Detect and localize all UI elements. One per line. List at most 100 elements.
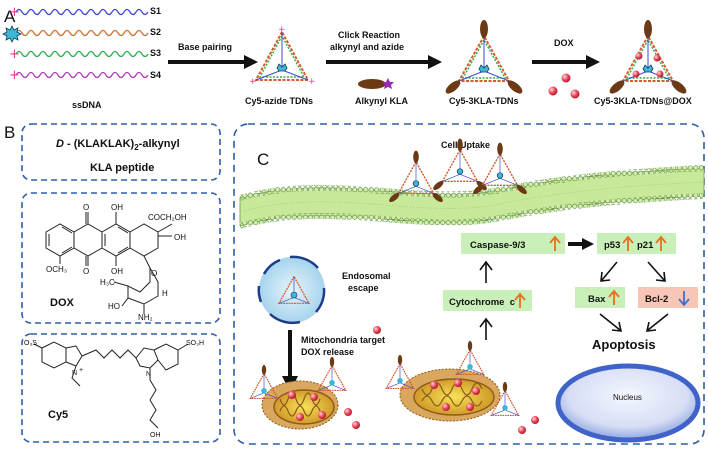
dox-atom-nh2: NH₂ bbox=[138, 313, 153, 322]
cytochrome-up-arrow-icon bbox=[514, 292, 526, 308]
cy5-atom-n1: N bbox=[72, 370, 77, 377]
ssdna-label: ssDNA bbox=[72, 100, 102, 110]
mito-to-cytochrome-arrow bbox=[479, 317, 493, 340]
apoptosis-label: Apoptosis bbox=[592, 337, 656, 352]
dox-molecule bbox=[561, 73, 571, 83]
click-reaction-label: Click Reaction bbox=[338, 30, 400, 40]
dox-atom-o3: O bbox=[151, 269, 157, 278]
mito2-tdn bbox=[385, 354, 415, 390]
endosomal-escape-label: Endosomal bbox=[342, 271, 391, 281]
caspase-to-p53-arrowhead bbox=[582, 238, 594, 250]
p53-p21-box: p53 p21 bbox=[597, 233, 676, 254]
strand-label-s4: S4 bbox=[150, 70, 161, 80]
bax-label: Bax bbox=[588, 294, 606, 305]
kla-peptide-formula: D - (KLAKLAK)2-alkynyl bbox=[56, 138, 180, 152]
nucleus-label: Nucleus bbox=[613, 393, 642, 402]
dox-molecule bbox=[373, 326, 381, 334]
ssdna-strands: + + + bbox=[2, 5, 149, 83]
cy5-label: Cy5 bbox=[48, 409, 68, 421]
cytochrome-box: Cytochrome c bbox=[443, 290, 532, 311]
dox-molecule bbox=[548, 86, 558, 96]
base-pairing-arrowhead bbox=[244, 55, 258, 69]
dox-atom-o2: O bbox=[83, 267, 89, 276]
dox-molecule bbox=[518, 426, 526, 434]
bcl2-down-arrow-icon bbox=[678, 291, 690, 307]
cell-membrane bbox=[239, 165, 705, 229]
dox-atom-oh3: OH bbox=[111, 267, 123, 276]
cy5-atom-n2: N bbox=[146, 371, 151, 378]
svg-text:+: + bbox=[278, 25, 286, 35]
mito1-tdn bbox=[317, 356, 347, 392]
cy5-azide-tdn: + + + bbox=[249, 25, 316, 87]
bax-box: Bax bbox=[575, 287, 625, 308]
dox-step-label: DOX bbox=[554, 38, 574, 48]
strand-s4 bbox=[15, 71, 149, 79]
strand-label-s1: S1 bbox=[150, 6, 161, 16]
bcl2-to-apoptosis-arrow bbox=[645, 313, 669, 332]
uptake-tdn-2 bbox=[433, 138, 487, 191]
mito1-tdn bbox=[249, 364, 279, 400]
mitochondrion-1 bbox=[261, 380, 339, 430]
mito2-tdn bbox=[455, 340, 485, 376]
cell-uptake-label: Cell Uptake bbox=[441, 140, 490, 150]
strand-label-s3: S3 bbox=[150, 48, 161, 58]
dox-molecule bbox=[344, 408, 352, 416]
nucleus: Nucleus bbox=[555, 363, 701, 443]
mitochondrion-2 bbox=[399, 368, 501, 422]
cy5-atom-plus: + bbox=[79, 367, 83, 374]
bcl2-box: Bcl-2 bbox=[638, 287, 698, 308]
dox-molecule bbox=[531, 416, 539, 424]
dox-step-arrowhead bbox=[586, 55, 600, 69]
caspase-up-arrow-icon bbox=[549, 235, 561, 251]
bcl2-label: Bcl-2 bbox=[645, 294, 668, 305]
bax-to-apoptosis-arrow bbox=[599, 313, 623, 332]
click-reaction-sublabel: alkynyl and azide bbox=[330, 42, 404, 52]
strand-s1-marker: + bbox=[9, 5, 20, 20]
svg-text:+: + bbox=[308, 77, 316, 87]
dox-structure-box bbox=[21, 192, 221, 324]
endosomal-escape-sublabel: escape bbox=[348, 283, 379, 293]
p53-to-bax-arrow bbox=[600, 261, 618, 282]
dox-atom-cooh: COCH₂OH bbox=[148, 213, 187, 222]
bax-up-arrow-icon bbox=[608, 289, 620, 305]
caspase-label: Caspase-9/3 bbox=[470, 240, 525, 251]
endosome bbox=[257, 255, 326, 325]
p53-up-arrow-icon bbox=[622, 235, 634, 251]
cy5-3kla-tdn-dox-label: Cy5-3KLA-TDNs@DOX bbox=[594, 96, 692, 106]
svg-text:+: + bbox=[249, 77, 257, 87]
cy5-atom-so3-right: SO₃H bbox=[186, 340, 204, 347]
cy5-3kla-tdn-dox bbox=[609, 20, 687, 94]
dox-structure bbox=[45, 212, 173, 314]
alkynyl-kla-icon bbox=[358, 78, 394, 89]
mito2-tdn bbox=[490, 381, 520, 417]
cy5-3kla-tdn-label: Cy5-3KLA-TDNs bbox=[449, 96, 519, 106]
dox-label: DOX bbox=[50, 297, 75, 309]
strand-s1 bbox=[15, 8, 149, 16]
alkynyl-kla-label: Alkynyl KLA bbox=[355, 96, 409, 106]
dox-release-label: DOX release bbox=[301, 347, 354, 357]
uptake-tdn-1 bbox=[389, 150, 443, 203]
dox-atom-ho: HO bbox=[108, 302, 120, 311]
strand-s2 bbox=[15, 29, 149, 37]
strand-s2-cy5-star bbox=[2, 25, 22, 43]
panel-c-box bbox=[233, 123, 705, 445]
p21-label: p21 bbox=[637, 240, 654, 251]
strand-label-s2: S2 bbox=[150, 27, 161, 37]
cy5-structure bbox=[33, 341, 189, 429]
cy5-structure-box bbox=[21, 333, 221, 443]
strand-s4-marker: + bbox=[9, 68, 20, 83]
panel-label-b: B bbox=[4, 123, 15, 142]
cy5-atom-so3-left: O₃S bbox=[24, 340, 37, 347]
p53-label: p53 bbox=[604, 240, 620, 251]
dox-atom-oh1: OH bbox=[111, 203, 123, 212]
kla-peptide-name: KLA peptide bbox=[90, 162, 154, 174]
cytochrome-to-caspase-arrow bbox=[479, 260, 493, 283]
click-reaction-arrowhead bbox=[428, 55, 442, 69]
strand-s3-marker: + bbox=[9, 47, 20, 62]
dox-atom-h3c: H₃C bbox=[100, 278, 115, 287]
kla-peptide-box bbox=[21, 123, 221, 181]
panel-label-c: C bbox=[257, 150, 269, 169]
cytochrome-label: Cytochrome c bbox=[449, 297, 515, 308]
uptake-tdn-3 bbox=[473, 142, 527, 195]
